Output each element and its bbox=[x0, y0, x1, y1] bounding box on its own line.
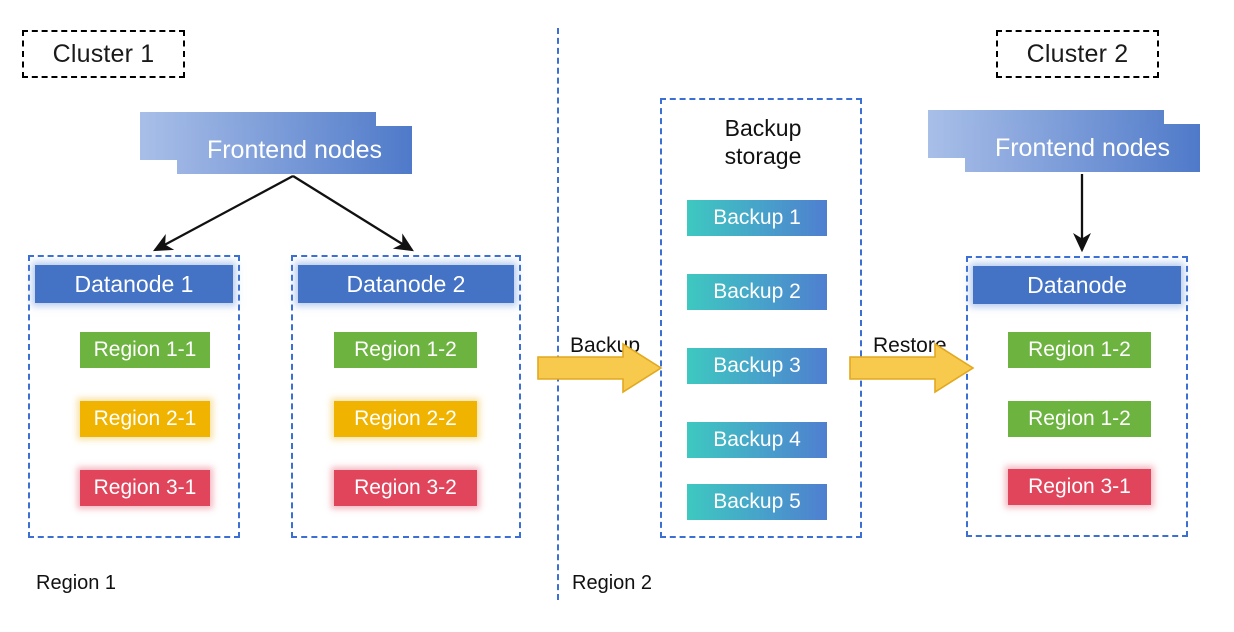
backup-item-label: Backup 2 bbox=[713, 280, 801, 303]
region-chip-label: Region 3-2 bbox=[354, 476, 457, 499]
region-chip-c2-1[interactable]: Region 1-2 bbox=[1008, 332, 1151, 368]
region-1-label: Region 1 bbox=[36, 572, 116, 595]
datanode-c2-header[interactable]: Datanode bbox=[973, 266, 1181, 304]
backup-item-5[interactable]: Backup 5 bbox=[687, 484, 827, 520]
backup-flow-label: Backup bbox=[570, 334, 640, 358]
region-chip-label: Region 1-2 bbox=[1028, 407, 1131, 430]
datanode-2-container[interactable]: Datanode 2 Region 1-2 Region 2-2 Region … bbox=[291, 255, 521, 538]
datanode-c2-container[interactable]: Datanode Region 1-2 Region 1-2 Region 3-… bbox=[966, 256, 1188, 537]
cluster-2-title-label: Cluster 2 bbox=[1026, 39, 1129, 68]
region-chip-label: Region 3-1 bbox=[1028, 475, 1131, 498]
backup-item-label: Backup 5 bbox=[713, 490, 801, 513]
frontend-nodes-front-layer: Frontend nodes bbox=[177, 126, 412, 174]
region-chip-3-2[interactable]: Region 3-2 bbox=[334, 470, 477, 506]
backup-storage-title: Backup storage bbox=[662, 114, 864, 170]
backup-item-label: Backup 1 bbox=[713, 206, 801, 229]
datanode-2-header-label: Datanode 2 bbox=[346, 270, 466, 297]
restore-flow-label: Restore bbox=[873, 334, 947, 358]
restore-flow-label-text: Restore bbox=[873, 334, 947, 357]
region-chip-label: Region 1-2 bbox=[1028, 338, 1131, 361]
backup-storage-container[interactable]: Backup storage Backup 1 Backup 2 Backup … bbox=[660, 98, 862, 538]
backup-item-1[interactable]: Backup 1 bbox=[687, 200, 827, 236]
backup-item-label: Backup 3 bbox=[713, 354, 801, 377]
backup-storage-title-line1: Backup bbox=[724, 115, 802, 141]
backup-item-4[interactable]: Backup 4 bbox=[687, 422, 827, 458]
region-chip-label: Region 3-1 bbox=[93, 476, 197, 499]
datanode-2-header[interactable]: Datanode 2 bbox=[298, 265, 514, 303]
cluster-2-frontend-label: Frontend nodes bbox=[994, 133, 1171, 162]
region-1-label-text: Region 1 bbox=[36, 572, 117, 594]
cluster-1-frontend-label: Frontend nodes bbox=[206, 135, 383, 164]
cluster-1-frontend-nodes[interactable]: Frontend nodes bbox=[140, 112, 412, 174]
region-divider bbox=[557, 28, 559, 600]
region-chip-c2-3[interactable]: Region 3-1 bbox=[1008, 469, 1151, 505]
datanode-c2-header-label: Datanode bbox=[1027, 271, 1127, 298]
datanode-1-header[interactable]: Datanode 1 bbox=[35, 265, 233, 303]
region-2-label: Region 2 bbox=[572, 572, 652, 595]
region-2-label-text: Region 2 bbox=[572, 572, 653, 594]
datanode-1-header-label: Datanode 1 bbox=[74, 270, 194, 297]
region-chip-1-1[interactable]: Region 1-1 bbox=[80, 332, 210, 368]
frontend-nodes-front-layer: Frontend nodes bbox=[965, 124, 1200, 172]
cluster-2-title-box: Cluster 2 bbox=[996, 30, 1159, 78]
region-chip-3-1[interactable]: Region 3-1 bbox=[80, 470, 210, 506]
region-chip-label: Region 1-2 bbox=[354, 338, 457, 361]
backup-storage-title-line2: storage bbox=[724, 143, 802, 170]
arrow-frontend-to-datanode-2 bbox=[292, 175, 414, 252]
backup-item-label: Backup 4 bbox=[713, 428, 801, 451]
region-chip-c2-2[interactable]: Region 1-2 bbox=[1008, 401, 1151, 437]
cluster-1-title-label: Cluster 1 bbox=[52, 39, 155, 68]
region-chip-2-1[interactable]: Region 2-1 bbox=[80, 401, 210, 437]
arrow-frontend-to-datanode-1 bbox=[152, 174, 294, 252]
cluster-2-frontend-nodes[interactable]: Frontend nodes bbox=[928, 110, 1200, 172]
datanode-1-container[interactable]: Datanode 1 Region 1-1 Region 2-1 Region … bbox=[28, 255, 240, 538]
region-chip-2-2[interactable]: Region 2-2 bbox=[334, 401, 477, 437]
backup-flow-label-text: Backup bbox=[570, 334, 641, 357]
region-chip-label: Region 1-1 bbox=[93, 338, 197, 361]
region-chip-label: Region 2-2 bbox=[354, 407, 457, 430]
cluster-1-title-box: Cluster 1 bbox=[22, 30, 185, 78]
backup-item-2[interactable]: Backup 2 bbox=[687, 274, 827, 310]
region-chip-1-2[interactable]: Region 1-2 bbox=[334, 332, 477, 368]
backup-item-3[interactable]: Backup 3 bbox=[687, 348, 827, 384]
region-chip-label: Region 2-1 bbox=[93, 407, 197, 430]
